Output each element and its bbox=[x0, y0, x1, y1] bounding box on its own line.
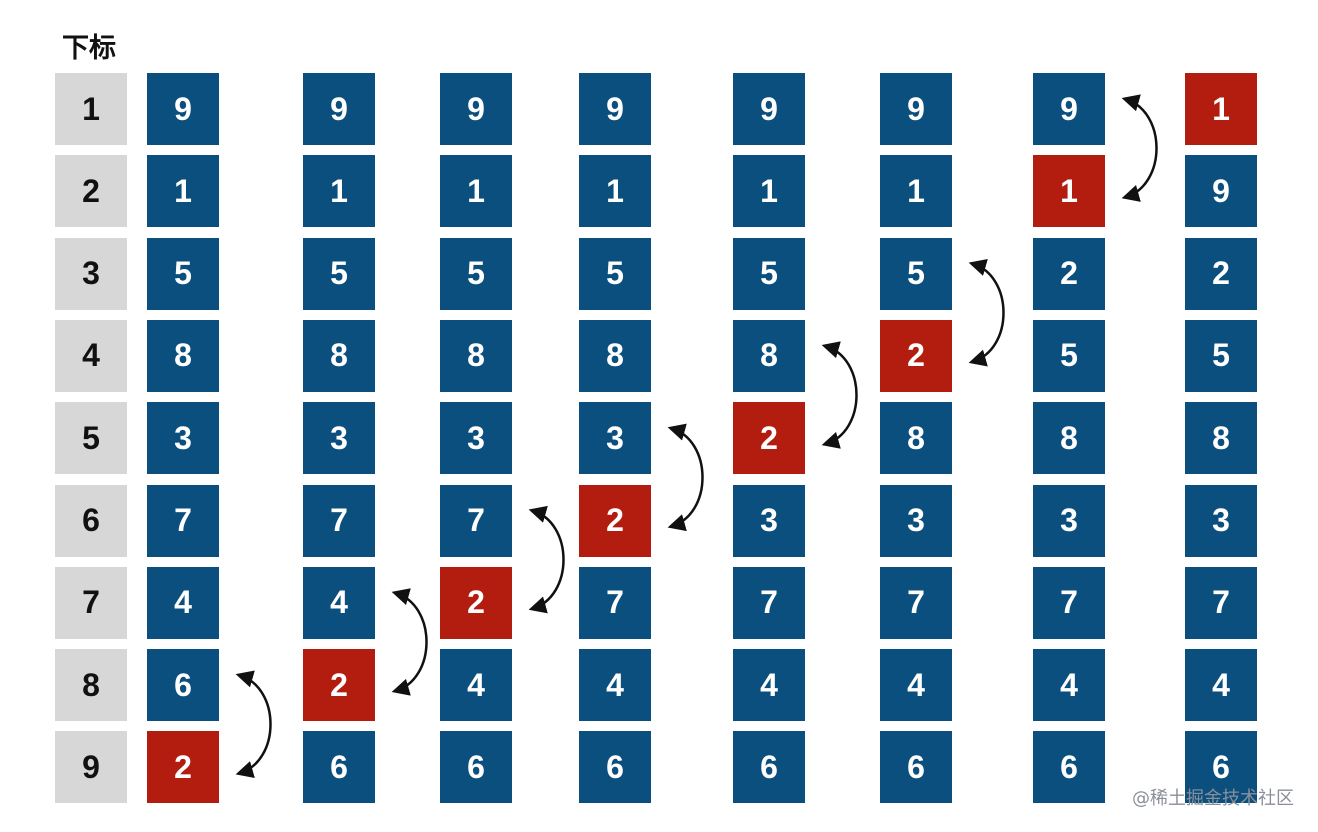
value-cell: 3 bbox=[579, 402, 651, 475]
value-cell: 6 bbox=[147, 649, 219, 722]
value-cell: 6 bbox=[440, 731, 512, 804]
value-cell: 6 bbox=[1033, 731, 1105, 804]
value-cell: 3 bbox=[1185, 484, 1257, 557]
value-cell: 5 bbox=[147, 237, 219, 310]
value-cell: 3 bbox=[147, 402, 219, 475]
value-cell: 1 bbox=[440, 155, 512, 228]
moving-value-cell: 2 bbox=[579, 484, 651, 557]
value-cell: 9 bbox=[733, 73, 805, 145]
value-cell: 7 bbox=[1033, 566, 1105, 639]
value-cell: 8 bbox=[1033, 402, 1105, 475]
swap-arrow-5 bbox=[821, 341, 858, 449]
index-cell-9: 9 bbox=[55, 731, 127, 804]
index-cell-4: 4 bbox=[55, 319, 127, 392]
index-cell-2: 2 bbox=[55, 155, 127, 228]
value-cell: 7 bbox=[147, 484, 219, 557]
value-cell: 6 bbox=[579, 731, 651, 804]
moving-value-cell: 2 bbox=[440, 566, 512, 639]
value-cell: 3 bbox=[733, 484, 805, 557]
value-cell: 4 bbox=[1185, 649, 1257, 722]
value-cell: 4 bbox=[733, 649, 805, 722]
value-cell: 7 bbox=[303, 484, 375, 557]
value-cell: 8 bbox=[579, 319, 651, 392]
value-cell: 5 bbox=[733, 237, 805, 310]
value-cell: 5 bbox=[1185, 319, 1257, 392]
value-cell: 4 bbox=[440, 649, 512, 722]
moving-value-cell: 1 bbox=[1033, 155, 1105, 228]
index-header: 下标 bbox=[62, 33, 116, 64]
moving-value-cell: 1 bbox=[1185, 73, 1257, 145]
index-cell-7: 7 bbox=[55, 566, 127, 639]
value-cell: 6 bbox=[303, 731, 375, 804]
value-cell: 6 bbox=[1185, 731, 1257, 804]
value-cell: 4 bbox=[880, 649, 952, 722]
value-cell: 9 bbox=[440, 73, 512, 145]
moving-value-cell: 2 bbox=[147, 731, 219, 804]
moving-value-cell: 2 bbox=[880, 319, 952, 392]
index-cell-3: 3 bbox=[55, 237, 127, 310]
value-cell: 7 bbox=[440, 484, 512, 557]
value-cell: 8 bbox=[733, 319, 805, 392]
value-cell: 3 bbox=[440, 402, 512, 475]
value-cell: 7 bbox=[880, 566, 952, 639]
value-cell: 1 bbox=[733, 155, 805, 228]
value-cell: 8 bbox=[1185, 402, 1257, 475]
moving-value-cell: 2 bbox=[303, 649, 375, 722]
value-cell: 9 bbox=[880, 73, 952, 145]
index-cell-5: 5 bbox=[55, 402, 127, 475]
value-cell: 4 bbox=[303, 566, 375, 639]
value-cell: 7 bbox=[733, 566, 805, 639]
value-cell: 6 bbox=[733, 731, 805, 804]
watermark-text: @稀土掘金技术社区 bbox=[1132, 788, 1294, 809]
value-cell: 3 bbox=[880, 484, 952, 557]
swap-arrow-3 bbox=[528, 505, 565, 614]
value-cell: 1 bbox=[303, 155, 375, 228]
value-cell: 3 bbox=[303, 402, 375, 475]
value-cell: 5 bbox=[1033, 319, 1105, 392]
value-cell: 8 bbox=[440, 319, 512, 392]
value-cell: 7 bbox=[579, 566, 651, 639]
value-cell: 8 bbox=[147, 319, 219, 392]
value-cell: 1 bbox=[579, 155, 651, 228]
index-cell-6: 6 bbox=[55, 484, 127, 557]
value-cell: 4 bbox=[147, 566, 219, 639]
moving-value-cell: 2 bbox=[733, 402, 805, 475]
value-cell: 4 bbox=[579, 649, 651, 722]
swap-arrow-1 bbox=[235, 670, 272, 778]
value-cell: 8 bbox=[880, 402, 952, 475]
index-cell-1: 1 bbox=[55, 73, 127, 145]
value-cell: 5 bbox=[440, 237, 512, 310]
value-cell: 7 bbox=[1185, 566, 1257, 639]
value-cell: 3 bbox=[1033, 484, 1105, 557]
value-cell: 5 bbox=[880, 237, 952, 310]
value-cell: 4 bbox=[1033, 649, 1105, 722]
swap-arrow-4 bbox=[667, 423, 704, 532]
value-cell: 2 bbox=[1185, 237, 1257, 310]
value-cell: 2 bbox=[1033, 237, 1105, 310]
swap-arrow-2 bbox=[391, 588, 428, 696]
value-cell: 1 bbox=[880, 155, 952, 228]
value-cell: 5 bbox=[579, 237, 651, 310]
value-cell: 8 bbox=[303, 319, 375, 392]
value-cell: 9 bbox=[303, 73, 375, 145]
value-cell: 5 bbox=[303, 237, 375, 310]
value-cell: 9 bbox=[1033, 73, 1105, 145]
swap-arrow-6 bbox=[968, 259, 1005, 367]
index-cell-8: 8 bbox=[55, 649, 127, 722]
value-cell: 9 bbox=[579, 73, 651, 145]
value-cell: 9 bbox=[147, 73, 219, 145]
value-cell: 1 bbox=[147, 155, 219, 228]
value-cell: 9 bbox=[1185, 155, 1257, 228]
swap-arrow-7 bbox=[1121, 94, 1158, 202]
value-cell: 6 bbox=[880, 731, 952, 804]
